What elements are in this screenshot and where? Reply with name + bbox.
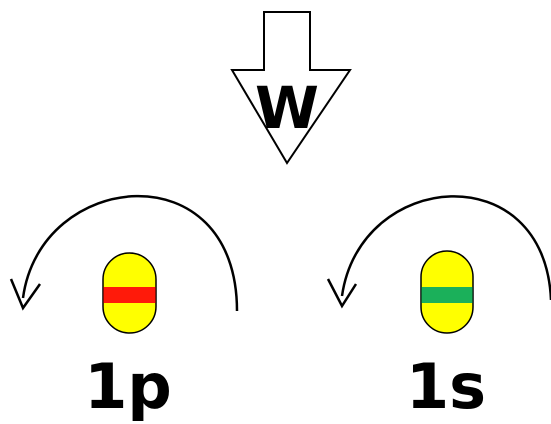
wind-arrow-icon bbox=[230, 11, 352, 165]
port-band bbox=[103, 287, 156, 303]
wind-letter: W bbox=[255, 74, 319, 142]
port-label: 1p bbox=[84, 350, 172, 423]
rotation-arrow-right-icon bbox=[326, 195, 551, 309]
rotation-arrow-left-icon bbox=[9, 194, 239, 312]
starboard-label: 1s bbox=[406, 350, 486, 423]
starboard-light bbox=[420, 250, 474, 334]
starboard-band bbox=[421, 287, 473, 303]
port-light bbox=[102, 252, 157, 334]
